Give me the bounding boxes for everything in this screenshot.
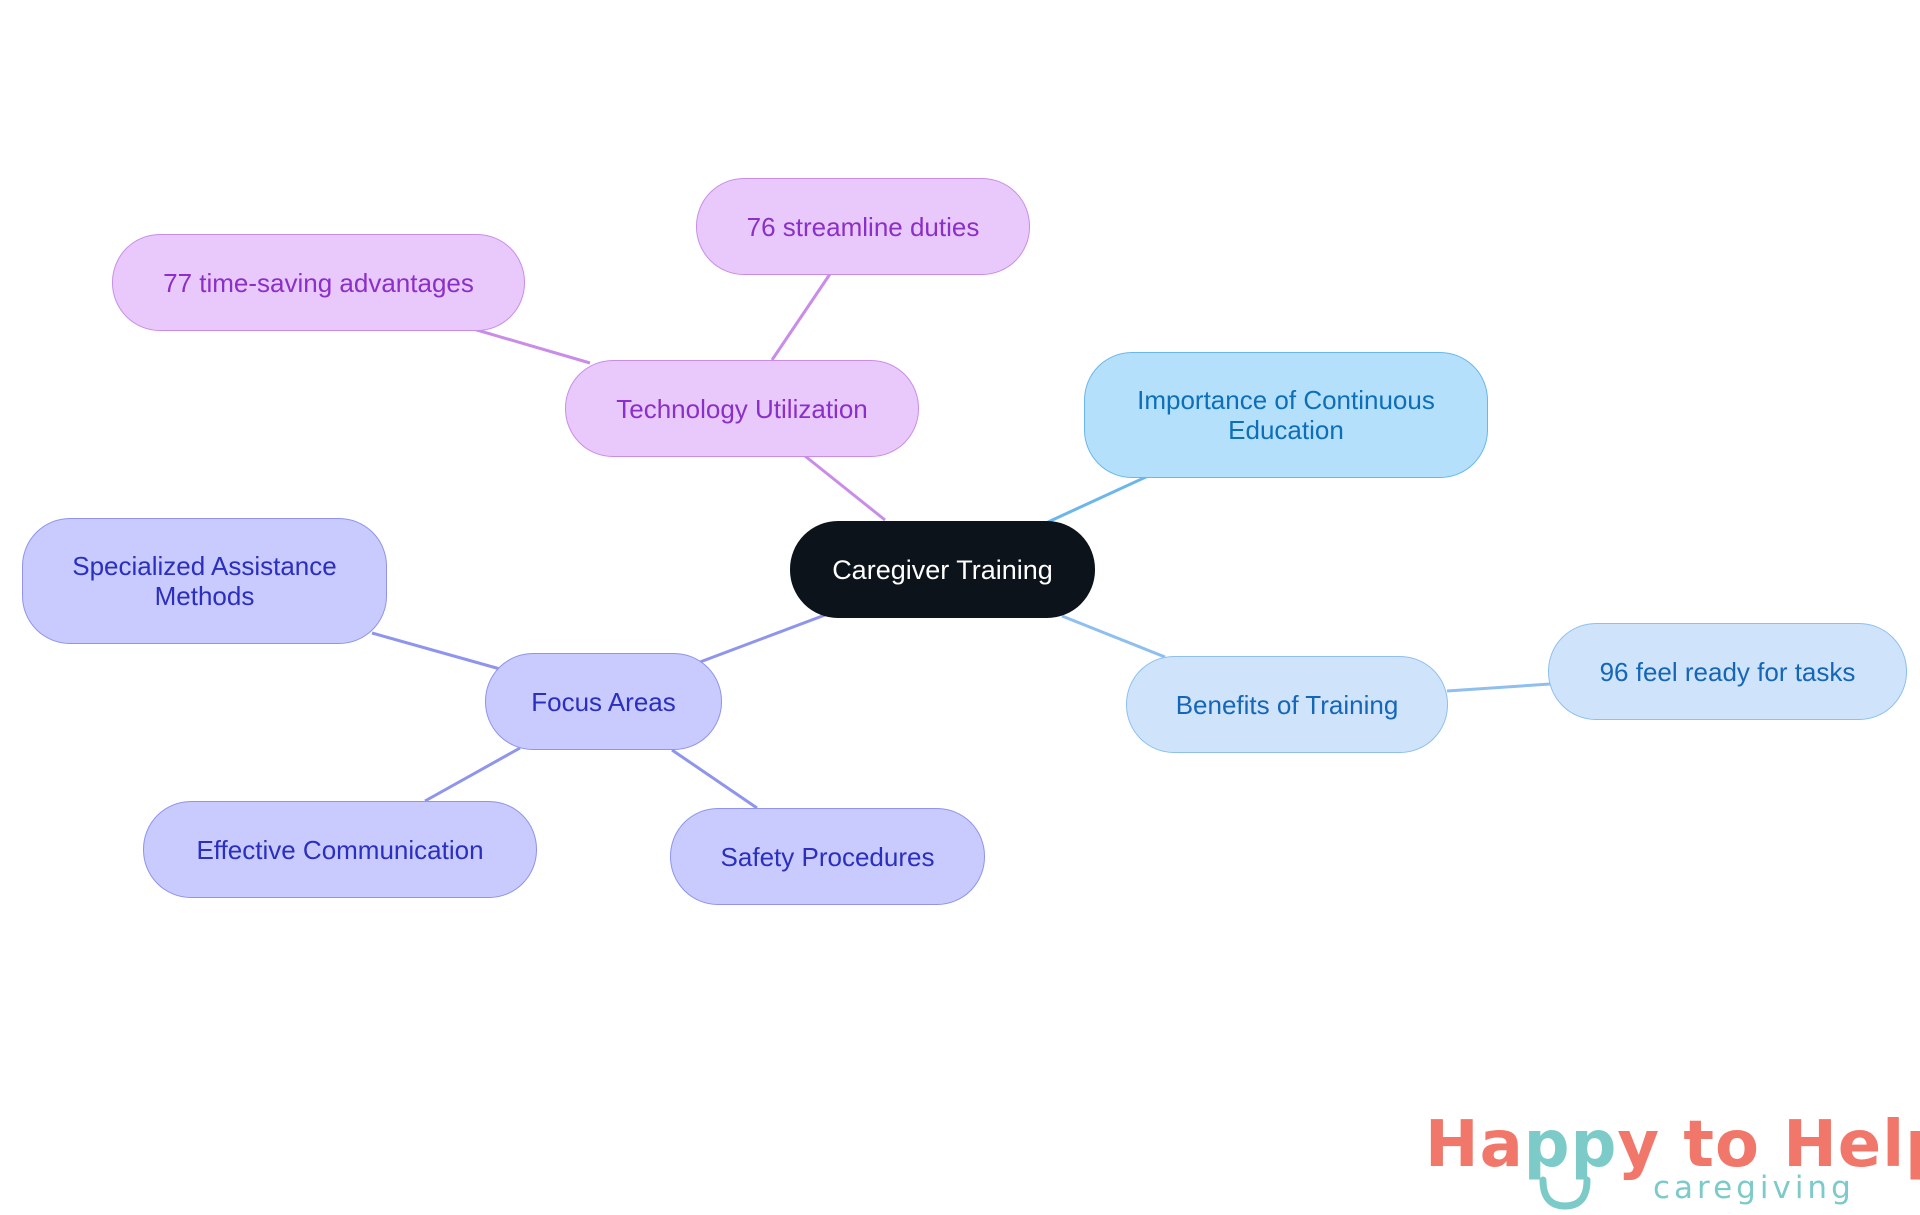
benefits-node[interactable]: Benefits of Training — [1126, 656, 1448, 753]
link-benefits-96 — [1446, 682, 1551, 693]
focus-label: Focus Areas — [531, 686, 676, 717]
root-label: Caregiver Training — [832, 554, 1053, 585]
communication-label: Effective Communication — [196, 834, 484, 865]
education-label: Importance of Continuous Education — [1137, 385, 1435, 445]
link-technology-76 — [770, 273, 832, 361]
link-technology-77 — [469, 326, 591, 365]
focus-node[interactable]: Focus Areas — [485, 653, 722, 750]
link-root-education — [1047, 474, 1149, 524]
communication-node[interactable]: Effective Communication — [143, 801, 537, 898]
specialized-node[interactable]: Specialized Assistance Methods — [22, 518, 387, 644]
technology-label: Technology Utilization — [616, 393, 868, 424]
ready-label: 96 feel ready for tasks — [1599, 656, 1856, 687]
logo-tagline: caregiving — [1653, 1170, 1855, 1206]
link-focus-communication — [424, 746, 521, 803]
streamline-label: 76 streamline duties — [746, 211, 980, 242]
ready-node[interactable]: 96 feel ready for tasks — [1548, 623, 1907, 720]
root-node[interactable]: Caregiver Training — [790, 521, 1095, 618]
link-root-benefits — [1061, 614, 1166, 659]
link-focus-specialized — [371, 631, 501, 671]
link-focus-safety — [671, 748, 758, 810]
link-root-focus — [699, 613, 826, 664]
safety-node[interactable]: Safety Procedures — [670, 808, 985, 905]
education-node[interactable]: Importance of Continuous Education — [1084, 352, 1488, 478]
smile-icon — [1539, 1176, 1591, 1210]
time-saving-node[interactable]: 77 time-saving advantages — [112, 234, 525, 331]
benefits-label: Benefits of Training — [1175, 689, 1399, 720]
link-root-technology — [799, 450, 886, 522]
streamline-node[interactable]: 76 streamline duties — [696, 178, 1030, 275]
technology-node[interactable]: Technology Utilization — [565, 360, 919, 457]
logo-wordmark: Happy to Help — [1425, 1108, 1920, 1182]
safety-label: Safety Procedures — [720, 841, 935, 872]
time-saving-label: 77 time-saving advantages — [163, 267, 474, 298]
happy-to-help-logo: Happy to Help caregiving — [1425, 1108, 1920, 1210]
specialized-label: Specialized Assistance Methods — [72, 551, 337, 611]
